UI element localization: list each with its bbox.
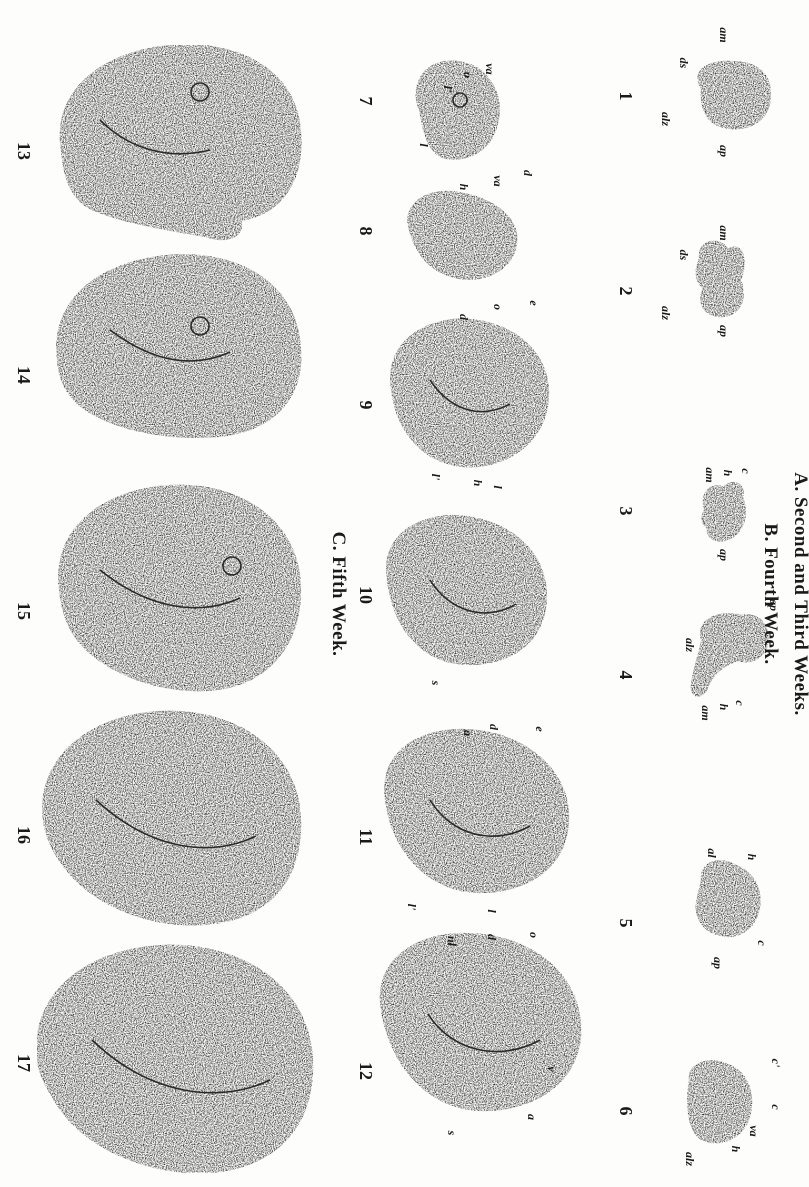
embryo-figure-16 (43, 712, 300, 925)
figure-number-16: 16 (13, 815, 35, 855)
figure-number-4: 4 (615, 655, 637, 695)
label-fig2-alz: alz (659, 301, 673, 325)
label-fig6-c: c (769, 1095, 783, 1119)
embryo-figure-12 (381, 934, 580, 1110)
figure-number-13: 13 (13, 131, 35, 171)
label-fig7-l-prime: l' (441, 77, 455, 101)
label-fig3-h: h (721, 461, 735, 485)
label-fig12-d: d (485, 925, 499, 949)
label-fig6-alz: alz (683, 1147, 697, 1171)
label-fig9-d: d (457, 305, 471, 329)
label-fig7-o: o (461, 63, 475, 87)
label-fig1-am: am (717, 23, 731, 47)
embryo-figure-4 (692, 614, 768, 695)
label-fig9-o: o (491, 295, 505, 319)
label-fig11-l-prime: l' (405, 895, 419, 919)
label-fig8-va: va (491, 169, 505, 193)
heading-second-third-weeks: A. Second and Third Weeks. (788, 364, 809, 824)
label-fig9-l-prime: l' (429, 465, 443, 489)
label-fig4-h: h (717, 695, 731, 719)
label-fig4-alz: alz (683, 633, 697, 657)
embryo-figure-11 (385, 730, 568, 892)
figure-number-8: 8 (355, 211, 377, 251)
label-fig6-h: h (729, 1137, 743, 1161)
label-fig3-c: c (739, 459, 753, 483)
label-fig12-a: a (525, 1105, 539, 1129)
figure-number-11: 11 (355, 817, 377, 857)
label-fig9-h: h (471, 471, 485, 495)
figure-number-2: 2 (615, 271, 637, 311)
embryo-figure-9 (391, 320, 548, 467)
label-fig1-ds: ds (677, 51, 691, 75)
label-fig6-va: va (747, 1119, 761, 1143)
label-fig8-h: h (457, 175, 471, 199)
figure-number-15: 15 (13, 591, 35, 631)
figure-number-17: 17 (13, 1043, 35, 1083)
label-fig4-c: c (733, 691, 747, 715)
figure-number-3: 3 (615, 491, 637, 531)
label-fig2-ds: ds (677, 243, 691, 267)
embryo-figure-14 (57, 255, 300, 437)
embryo-figure-5 (697, 861, 760, 936)
label-fig6-c-prime: c' (769, 1051, 783, 1075)
label-fig5-ap: ap (711, 951, 725, 975)
embryo-figure-2 (697, 242, 744, 317)
label-fig4-am: am (699, 701, 713, 725)
label-fig7-va: va (483, 57, 497, 81)
label-fig5-c: c (755, 931, 769, 955)
figure-number-9: 9 (355, 385, 377, 425)
heading-fifth-week: C. Fifth Week. (326, 364, 350, 824)
label-fig11-l: l (485, 899, 499, 923)
embryo-figure-17 (37, 946, 312, 1172)
label-fig12-s: s (445, 1121, 459, 1145)
label-fig4-ap: ap (767, 593, 781, 617)
label-fig7-l: l (417, 133, 431, 157)
label-fig12-v: v (545, 1057, 559, 1081)
label-fig12-nl: nl (445, 929, 459, 953)
label-fig3-am: am (703, 463, 717, 487)
label-fig2-ap: ap (717, 319, 731, 343)
figure-number-10: 10 (355, 575, 377, 615)
label-fig5-h: h (745, 845, 759, 869)
figure-number-5: 5 (615, 903, 637, 943)
label-fig11-d: d (487, 715, 501, 739)
label-fig2-am: am (717, 221, 731, 245)
embryo-figure-1 (698, 62, 770, 129)
embryo-figure-10 (387, 516, 546, 664)
figure-number-1: 1 (615, 76, 637, 116)
label-fig3-ap: ap (717, 543, 731, 567)
label-fig12-o: o (527, 923, 541, 947)
figure-number-7: 7 (355, 81, 377, 121)
embryo-figure-6 (688, 1061, 751, 1142)
embryo-figure-13 (61, 45, 301, 239)
label-fig11-a: a (461, 721, 475, 745)
embryo-figure-8 (408, 192, 516, 279)
figure-number-14: 14 (13, 355, 35, 395)
figure-number-6: 6 (615, 1091, 637, 1131)
label-fig9-l: l (491, 475, 505, 499)
embryo-figure-3 (702, 483, 745, 541)
label-fig8-d: d (521, 161, 535, 185)
label-fig1-alz: alz (659, 107, 673, 131)
label-fig11-e: e (533, 717, 547, 741)
label-fig9-e: e (527, 291, 541, 315)
figure-number-12: 12 (355, 1051, 377, 1091)
embryo-figure-15 (59, 486, 300, 690)
label-fig5-al: al (705, 841, 719, 865)
label-fig1-ap: ap (717, 139, 731, 163)
label-fig10-s: s (429, 671, 443, 695)
